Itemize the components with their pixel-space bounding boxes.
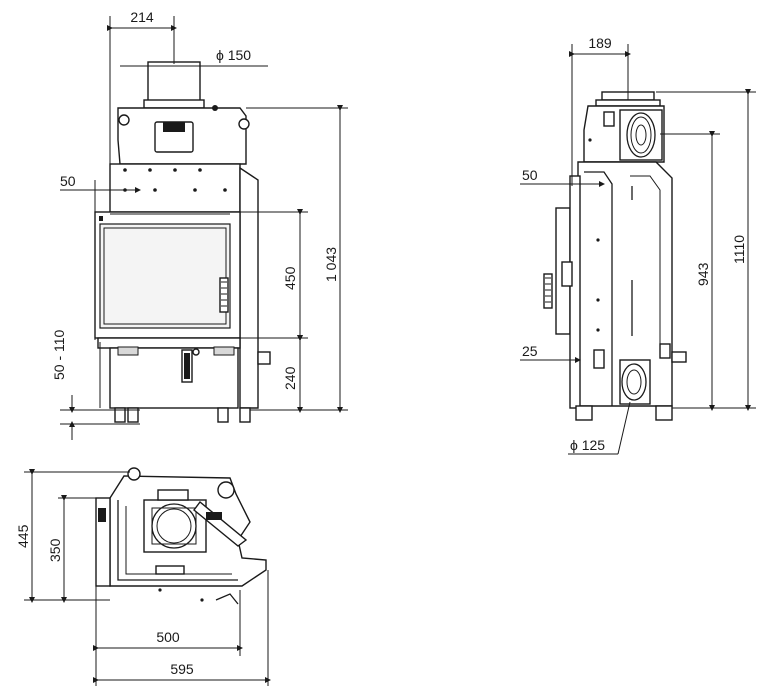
dim-outlet-height: 943 (695, 262, 711, 286)
dim-air-offset: 25 (522, 343, 538, 359)
dim-depth-total: 445 (15, 524, 31, 548)
dim-total-height: 1 043 (323, 247, 339, 282)
top-dimensions: 445 350 500 595 (15, 469, 271, 686)
dim-side-offset: 50 (60, 173, 76, 189)
side-pillar (239, 166, 259, 409)
dim-glass-height: 450 (282, 266, 298, 290)
dim-side-flue-offset: 189 (588, 35, 612, 51)
front-view (94, 61, 271, 423)
flue-collar (147, 61, 201, 103)
side-view (543, 91, 687, 421)
air-inlet (619, 359, 651, 405)
top-view (95, 467, 267, 605)
front-dimensions: 214 ϕ 150 50 50 - 110 450 240 1 043 (51, 9, 348, 440)
base-unit (109, 347, 239, 409)
dim-floor-to-door: 240 (282, 366, 298, 390)
dim-width-inner: 500 (156, 629, 180, 645)
dim-width-total: 595 (170, 661, 194, 677)
dim-flue-diameter: ϕ 150 (216, 47, 251, 63)
dim-side-offset-2: 50 (522, 167, 538, 183)
upper-panel (109, 163, 241, 213)
glass-window (99, 223, 231, 329)
dim-air-inlet-diameter: ϕ 125 (570, 437, 605, 453)
side-handle (543, 273, 553, 309)
dim-side-total-height: 1110 (731, 235, 747, 264)
side-dimensions: 189 50 25 ϕ 125 943 1110 (520, 35, 756, 455)
dim-height-adjust: 50 - 110 (51, 329, 67, 380)
dim-flue-offset: 214 (130, 9, 154, 25)
door-handle (219, 277, 229, 313)
dim-depth-inner: 350 (47, 538, 63, 562)
